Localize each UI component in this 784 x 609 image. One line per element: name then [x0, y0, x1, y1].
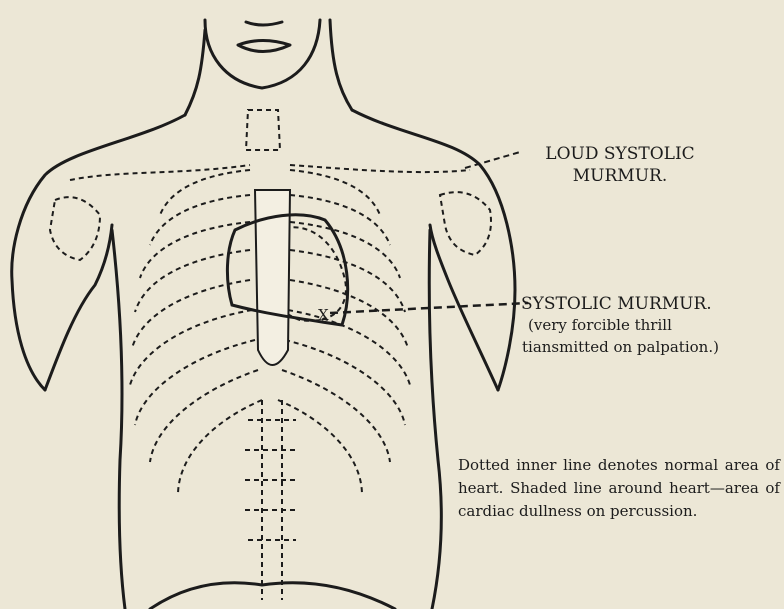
neck-right	[330, 20, 352, 110]
systolic-note-line1: (very forcible thrill	[522, 314, 719, 336]
murmur-marker: X	[318, 306, 329, 324]
loud-systolic-murmur-label: LOUD SYSTOLIC MURMUR.	[520, 143, 720, 187]
nose	[246, 22, 282, 25]
neck-left	[185, 30, 205, 115]
systolic-note-line2: tiansmitted on palpation.)	[522, 336, 719, 358]
vertebrae	[245, 420, 299, 540]
right-humerus-head	[440, 192, 491, 255]
left-arm-inner	[45, 225, 112, 390]
figure-caption: Dotted inner line denotes normal area of…	[458, 454, 780, 523]
pelvis	[150, 583, 395, 609]
rib-1-left	[160, 170, 250, 215]
right-flank	[429, 230, 441, 609]
rib-8-right	[282, 370, 390, 462]
left-clavicle	[70, 165, 250, 180]
rib-2-left	[150, 195, 250, 245]
rib-2-right	[290, 195, 390, 245]
right-outline	[352, 110, 515, 390]
chin-outline	[205, 20, 320, 88]
left-flank	[112, 230, 125, 609]
spine	[262, 400, 282, 600]
rib-8-left	[150, 370, 258, 462]
rib-1-right	[290, 170, 380, 215]
loud-systolic-line1: LOUD SYSTOLIC	[520, 143, 720, 165]
right-clavicle	[290, 165, 470, 172]
left-humerus-head	[50, 197, 100, 260]
systolic-murmur-label: SYSTOLIC MURMUR.	[521, 293, 712, 315]
lips	[238, 41, 290, 52]
trachea	[246, 110, 280, 150]
left-outline	[12, 115, 185, 390]
loud-systolic-line2: MURMUR.	[520, 165, 720, 187]
systolic-murmur-note: (very forcible thrill tiansmitted on pal…	[522, 314, 719, 358]
